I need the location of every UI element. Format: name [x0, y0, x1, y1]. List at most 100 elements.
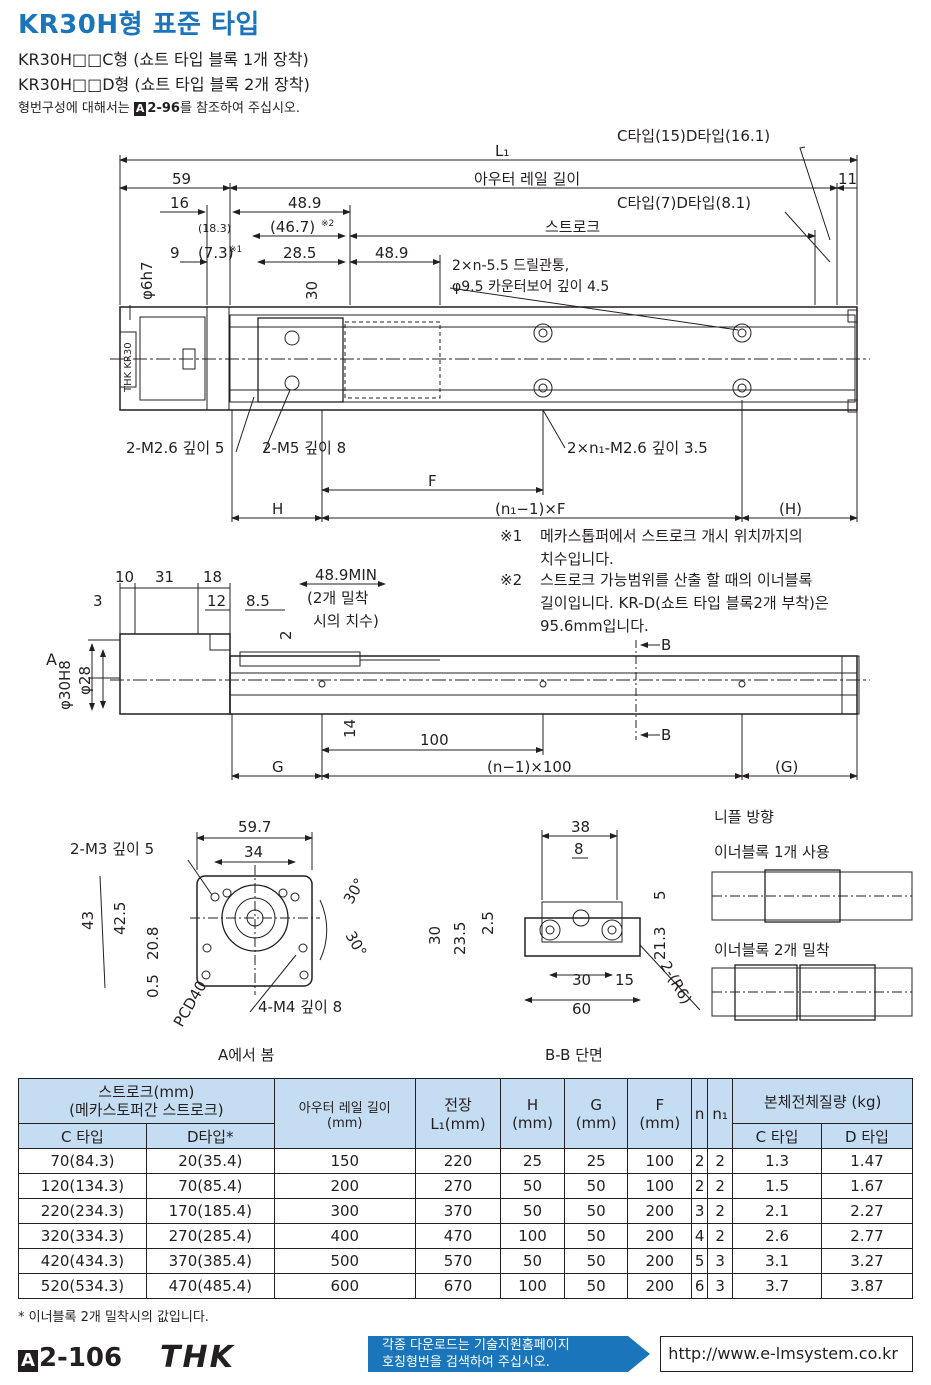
table-cell: 200	[627, 1198, 693, 1224]
table-cell: 1.67	[820, 1173, 914, 1199]
thk-label: THK KR30	[123, 342, 134, 393]
reference-link[interactable]: 2-96	[147, 101, 180, 116]
table-cell: 100	[627, 1148, 693, 1174]
dim-n100: (n−1)×100	[487, 758, 572, 776]
th-n1: n₁	[707, 1078, 734, 1149]
dim-34: 34	[244, 843, 263, 861]
table-cell: 220(234.3)	[18, 1198, 147, 1224]
dim-11: 11	[838, 170, 857, 188]
dim-c7: C타입(7)D타입(8.1)	[617, 194, 751, 212]
dim-stroke: 스트로크	[545, 218, 600, 236]
drawing-canvas: L₁ 59 아우터 레일 길이 11 C타입(15)D타입(16.1) C타입(…	[46, 127, 913, 1064]
table-cell: 3	[707, 1248, 734, 1274]
pcd40: PCD40	[170, 978, 211, 1030]
table-cell: 200	[627, 1248, 693, 1274]
dim-min-note2: 시의 치수)	[313, 612, 379, 630]
table-cell: 4	[691, 1223, 709, 1249]
note2-line1: 스트로크 가능범위를 산출 할 때의 이너블록	[540, 571, 812, 589]
m26-note: 2-M2.6 깊이 5	[126, 439, 224, 457]
dim-30-h: 30	[426, 926, 444, 945]
table-cell: 200	[627, 1273, 693, 1299]
table-cell: 5	[691, 1248, 709, 1274]
note1-line2: 치수입니다.	[540, 550, 614, 568]
dim-20-8: 20.8	[144, 927, 162, 960]
table-cell: 170(185.4)	[145, 1198, 275, 1224]
note1-line1: 메카스톱퍼에서 스트로크 개시 위치까지의	[540, 527, 803, 545]
table-cell: 100	[500, 1273, 565, 1299]
th-stroke-d: D타입*	[145, 1123, 275, 1149]
table-cell: 670	[414, 1273, 502, 1299]
website-link[interactable]: http://www.e-lmsystem.co.kr	[660, 1336, 913, 1372]
table-cell: 2	[691, 1173, 709, 1199]
table-cell: 420(434.3)	[18, 1248, 147, 1274]
top-view-drawing	[110, 146, 870, 522]
section-bb-drawing	[524, 830, 701, 1011]
table-cell: 50	[500, 1248, 565, 1274]
table-cell: 3.7	[732, 1273, 822, 1299]
dim-38: 38	[571, 818, 590, 836]
table-cell: 470(485.4)	[145, 1273, 275, 1299]
dim-7-3: (7.3)	[198, 244, 234, 262]
section-b-bottom: B	[661, 726, 671, 744]
arrow-right-icon	[628, 1336, 650, 1372]
m5-note: 2-M5 깊이 8	[262, 439, 346, 457]
note2-line3: 95.6mm입니다.	[540, 617, 649, 635]
dim-16: 16	[170, 194, 189, 212]
dim-21-3: 21.3	[651, 927, 669, 960]
dim-23-5: 23.5	[451, 922, 469, 955]
dim-9: 9	[170, 244, 180, 262]
table-cell: 3	[707, 1273, 734, 1299]
angle-30-bottom: 30°	[342, 928, 371, 960]
dim-F: F	[428, 472, 437, 490]
view-a-drawing	[99, 832, 328, 1013]
section-mark-icon: A	[18, 1350, 38, 1372]
angle-30-top: 30°	[340, 875, 369, 907]
dim-48-9b: 48.9	[375, 244, 408, 262]
table-cell: 470	[414, 1223, 502, 1249]
table-cell: 2.6	[732, 1223, 822, 1249]
th-n: n	[691, 1078, 709, 1149]
note1-mark: ※1	[500, 527, 522, 545]
table-cell: 2.77	[820, 1223, 914, 1249]
table-cell: 100	[500, 1223, 565, 1249]
side-view-drawing	[88, 581, 870, 780]
dim-31: 31	[155, 568, 174, 586]
table-cell: 370(385.4)	[145, 1248, 275, 1274]
table-cell: 500	[273, 1248, 416, 1274]
dim-L1: L₁	[495, 142, 509, 160]
dim-14: 14	[341, 719, 359, 738]
dim-12: 12	[207, 592, 226, 610]
dim-G: G	[272, 758, 284, 776]
th-mass: 본체전체질량 (kg)	[732, 1078, 913, 1124]
dim-2-5: 2.5	[479, 911, 497, 935]
section-bb-caption: B-B 단면	[545, 1046, 603, 1064]
note2-line2: 길이입니다. KR-D(쇼트 타입 블록2개 부착)은	[540, 594, 829, 612]
dim-outer-rail: 아우터 레일 길이	[474, 170, 580, 188]
drill-note-2: φ9.5 카운터보어 깊이 4.5	[452, 279, 609, 295]
table-cell: 50	[500, 1173, 565, 1199]
table-cell: 25	[563, 1148, 629, 1174]
dim-phi6h7: φ6h7	[138, 262, 156, 301]
view-a-caption: A에서 봄	[218, 1046, 274, 1064]
table-cell: 600	[273, 1273, 416, 1299]
table-cell: 120(134.3)	[18, 1173, 147, 1199]
th-H: H(mm)	[500, 1078, 565, 1149]
nipple-one-block: 이너블록 1개 사용	[714, 843, 830, 861]
dim-18: 18	[203, 568, 222, 586]
th-rail: 아우터 레일 길이(mm)	[273, 1078, 416, 1149]
table-cell: 370	[414, 1198, 502, 1224]
n1m26-note: 2×n₁-M2.6 깊이 3.5	[567, 439, 708, 457]
table-cell: 200	[627, 1223, 693, 1249]
mark-2: ※2	[321, 219, 334, 229]
table-cell: 2	[707, 1223, 734, 1249]
dim-46-7: (46.7)	[270, 218, 315, 236]
th-F: F(mm)	[627, 1078, 693, 1149]
table-cell: 2	[707, 1148, 734, 1174]
dim-100: 100	[420, 731, 449, 749]
m3-note: 2-M3 깊이 5	[70, 840, 154, 858]
th-G: G(mm)	[563, 1078, 629, 1149]
